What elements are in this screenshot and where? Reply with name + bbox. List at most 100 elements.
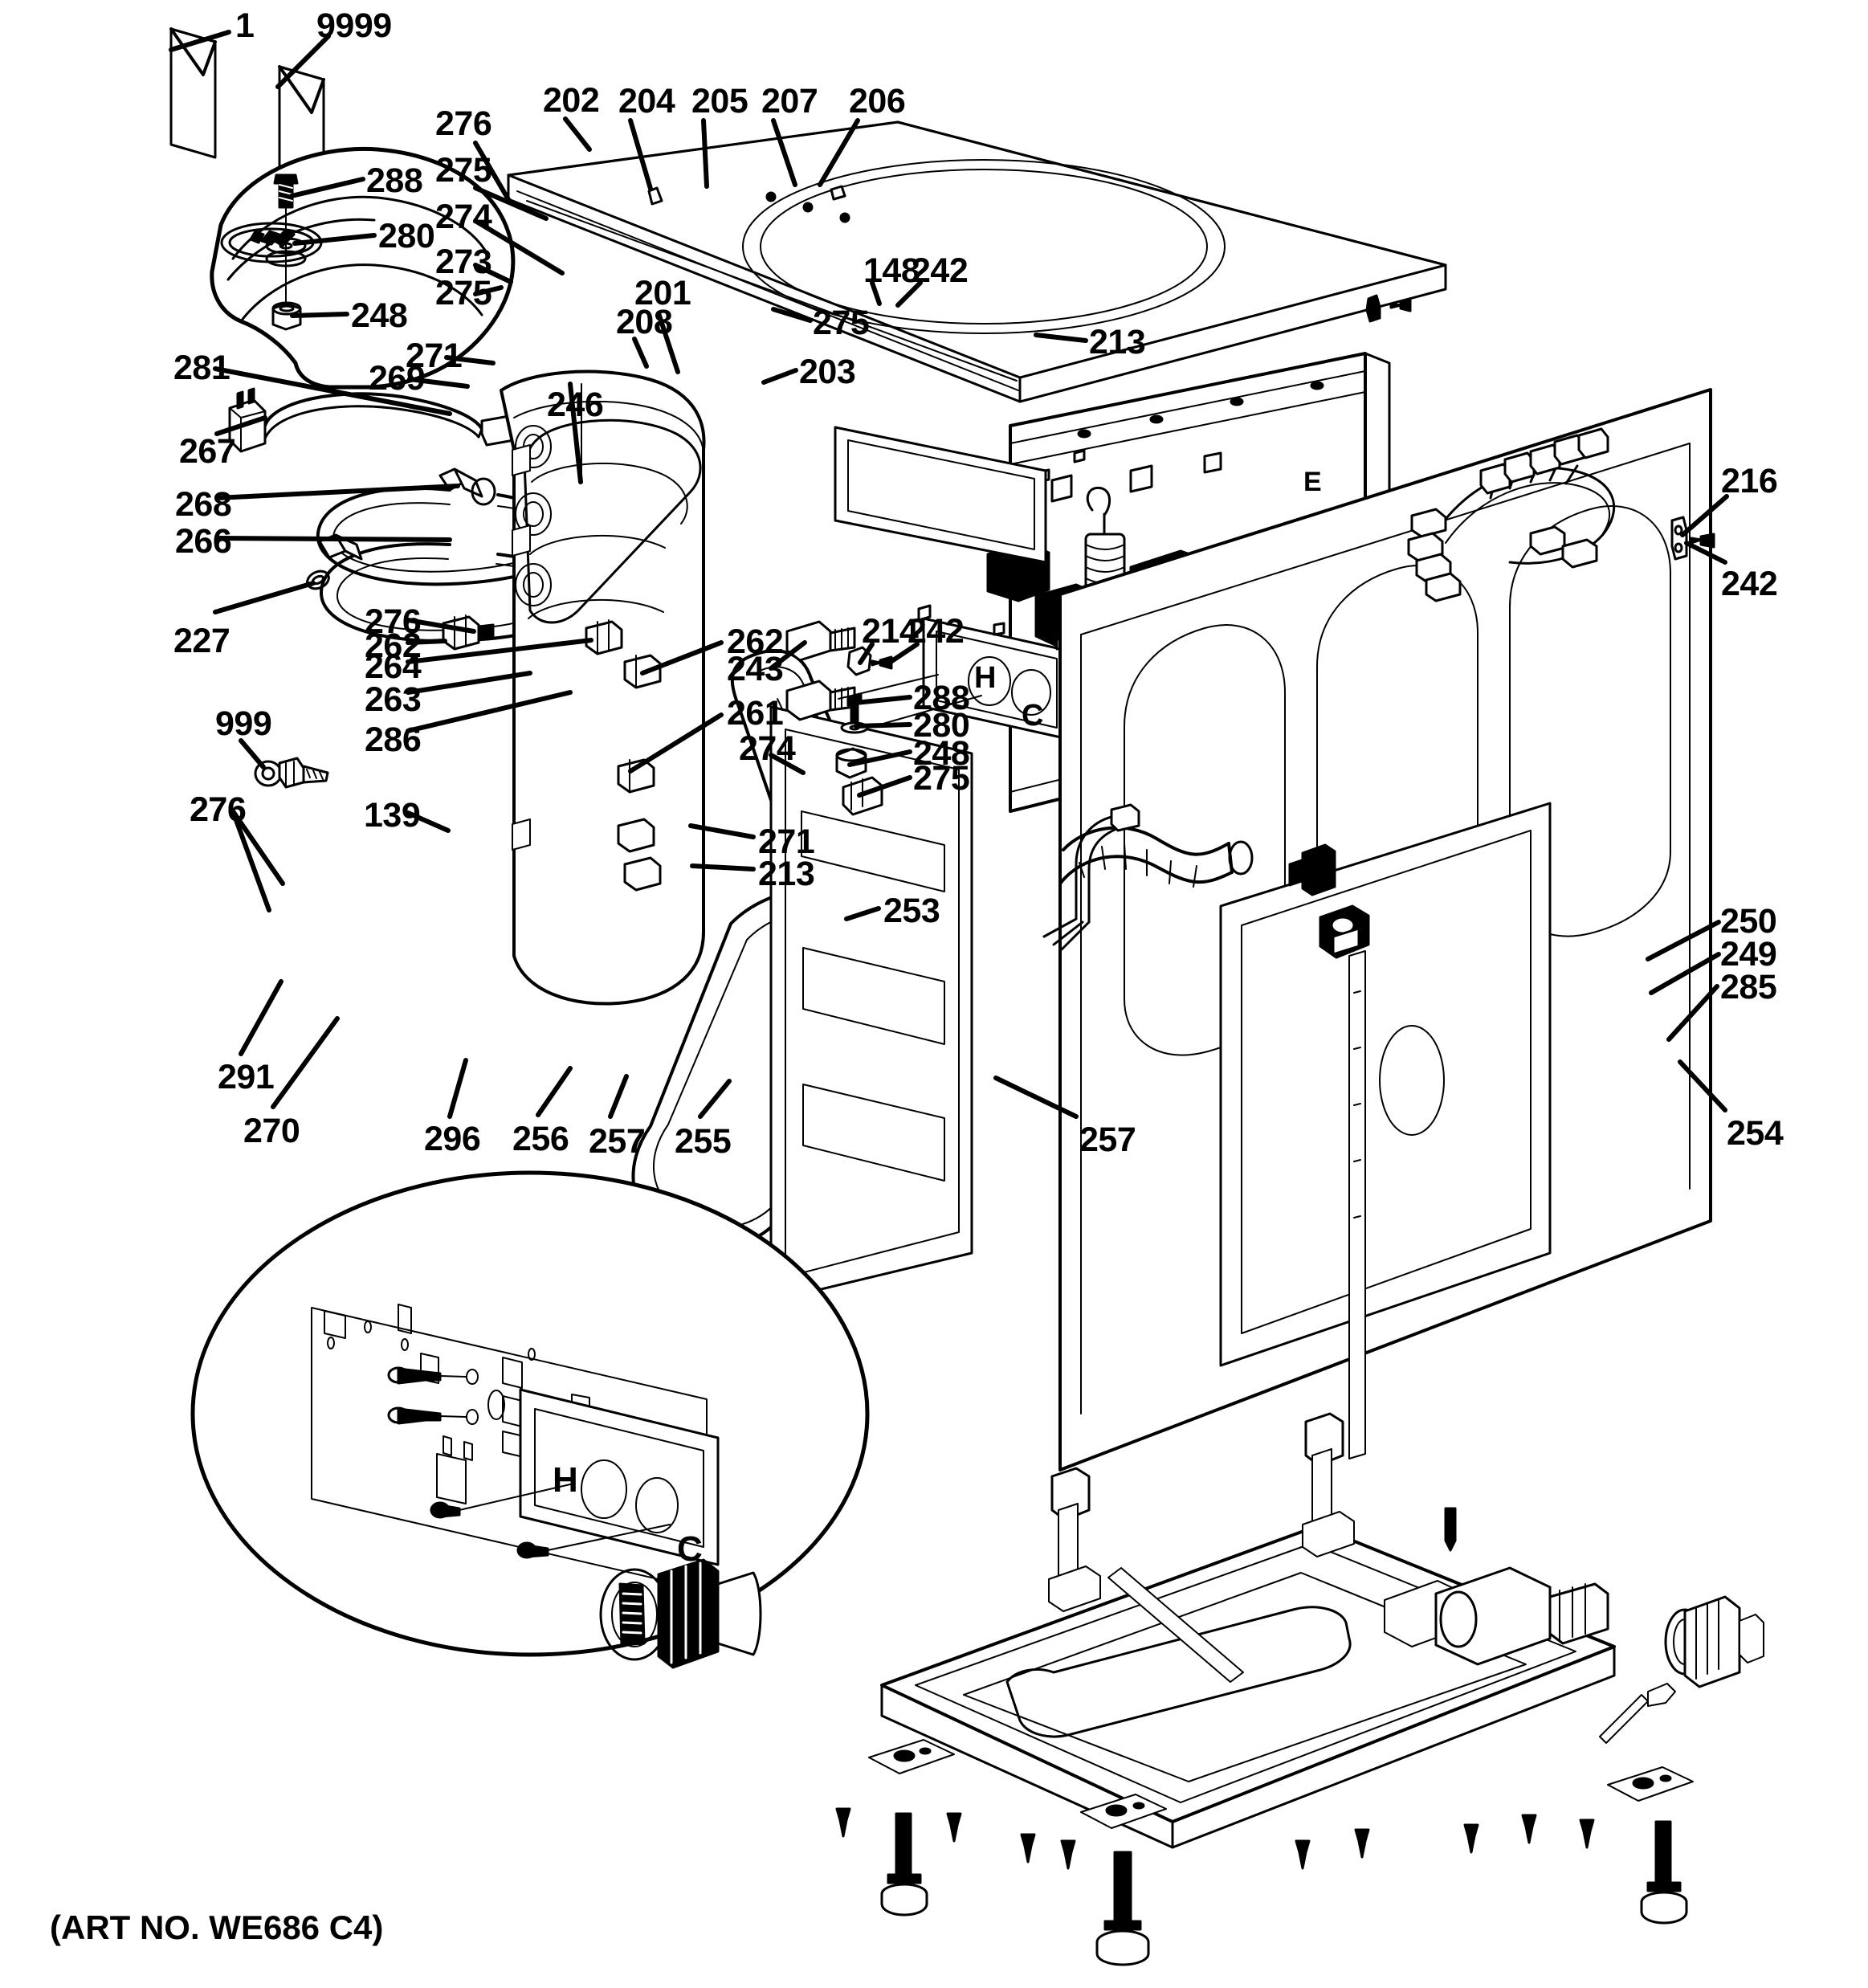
callout-999: 999 (215, 704, 272, 743)
callout-274b: 274 (739, 729, 796, 768)
callout-250: 250 (1720, 902, 1777, 941)
callout-275c: 275 (813, 304, 870, 342)
hose-clamp-264a (585, 619, 623, 655)
hose-clamp-262b (623, 654, 662, 689)
hose-clamp-low2 (623, 856, 662, 892)
callout-242b: 242 (1721, 565, 1778, 603)
panel-mark-e-0: E (1303, 467, 1322, 497)
hose-connector-243 (785, 620, 856, 662)
callout-275d: 275 (913, 759, 970, 798)
shipping-bolt-250 (1444, 1507, 1457, 1552)
callout-246: 246 (547, 386, 604, 424)
anchor-bolt-999 (254, 757, 329, 789)
callout-204: 204 (618, 82, 675, 120)
callout-148: 148 (863, 251, 920, 290)
callout-269: 269 (369, 359, 426, 398)
pump-filter-285 (1664, 1595, 1764, 1688)
screw-242a (1389, 298, 1412, 312)
latch-lower (1288, 843, 1336, 896)
door-switch-253 (1319, 904, 1370, 959)
callout-201: 201 (634, 274, 691, 312)
foot-bracket-left (868, 1739, 955, 1774)
callout-263: 263 (365, 680, 422, 719)
callout-276c: 276 (190, 790, 247, 829)
callout-274: 274 (435, 198, 492, 236)
callout-262b: 262 (727, 623, 784, 661)
grommet-214 (846, 646, 872, 676)
drain-hose-274 (1058, 826, 1254, 888)
callout-273: 273 (435, 243, 492, 281)
callout-288: 288 (366, 161, 423, 200)
callout-275: 275 (435, 151, 492, 190)
callout-276d: 276 (190, 790, 247, 829)
callout-276b: 276 (365, 602, 422, 641)
wire-harness-213 (1407, 427, 1616, 602)
panel-mark-h-1: H (974, 661, 997, 695)
callout-255: 255 (675, 1122, 732, 1161)
callout-291: 291 (218, 1058, 275, 1096)
hose-clamp-261 (617, 758, 655, 794)
callout-243: 243 (727, 650, 784, 688)
callout-213b: 213 (758, 855, 815, 893)
callout-248b: 248 (913, 734, 970, 773)
callout-139: 139 (364, 796, 421, 835)
wire-harness-lower-213 (1042, 803, 1140, 951)
grommet-227 (306, 569, 330, 590)
screw-242c (871, 655, 893, 670)
rear-panel-detail-bubble (190, 1170, 870, 1669)
panel-mark-c-4: C (677, 1529, 703, 1569)
callout-276: 276 (435, 104, 492, 143)
suspension-strut-right (1302, 1412, 1355, 1557)
hose-connector-261b (785, 680, 856, 721)
push-pin-fasteners-257 (835, 1807, 1595, 1870)
suspension-strut-left (1048, 1467, 1101, 1612)
screw-254 (1599, 1683, 1676, 1744)
callout-213: 213 (1089, 323, 1146, 361)
callout-202: 202 (543, 81, 600, 120)
callout-254: 254 (1727, 1114, 1784, 1153)
callout-271: 271 (406, 337, 463, 375)
callout-262: 262 (365, 627, 422, 665)
callout-286: 286 (365, 720, 422, 759)
callout-242: 242 (912, 251, 969, 290)
callout-216: 216 (1721, 462, 1778, 500)
hose-clamp-low1 (617, 818, 655, 853)
foot-bracket-center (1080, 1794, 1167, 1829)
panel-mark-c-2: C (1022, 699, 1044, 733)
callout-267: 267 (179, 432, 236, 471)
callout-253: 253 (883, 892, 940, 930)
callout-227: 227 (173, 622, 230, 660)
callout-206: 206 (849, 82, 906, 120)
callout-261: 261 (727, 694, 784, 733)
callout-205: 205 (691, 82, 748, 120)
power-cord-281 (228, 387, 532, 453)
booklet-1-icon (169, 27, 217, 159)
callout-214: 214 (862, 612, 919, 651)
callout-266: 266 (175, 522, 232, 561)
panel-mark-h-3: H (553, 1460, 578, 1500)
top-panel-202 (507, 120, 1447, 403)
callout-207: 207 (761, 82, 818, 120)
callout-1: 1 (235, 6, 255, 45)
callout-208: 208 (616, 303, 673, 341)
callout-249: 249 (1720, 935, 1777, 974)
callout-9999: 9999 (316, 6, 392, 45)
callout-257: 257 (589, 1122, 646, 1161)
callout-288b: 288 (913, 679, 970, 717)
drain-pump-249 (1434, 1566, 1609, 1666)
clip-148 (1365, 294, 1381, 323)
pump-filter-270 (599, 1558, 762, 1669)
callout-271b: 271 (758, 823, 815, 861)
callout-256: 256 (512, 1120, 569, 1158)
callout-264: 264 (365, 647, 422, 686)
callout-248: 248 (351, 296, 408, 335)
top-cover-detail-bubble (210, 146, 516, 390)
callout-296: 296 (424, 1120, 481, 1158)
callout-257b: 257 (1079, 1121, 1136, 1159)
hose-clamp-262a (442, 614, 495, 651)
callout-285: 285 (1720, 968, 1777, 1006)
callout-203: 203 (799, 353, 856, 391)
callout-268: 268 (175, 485, 232, 524)
